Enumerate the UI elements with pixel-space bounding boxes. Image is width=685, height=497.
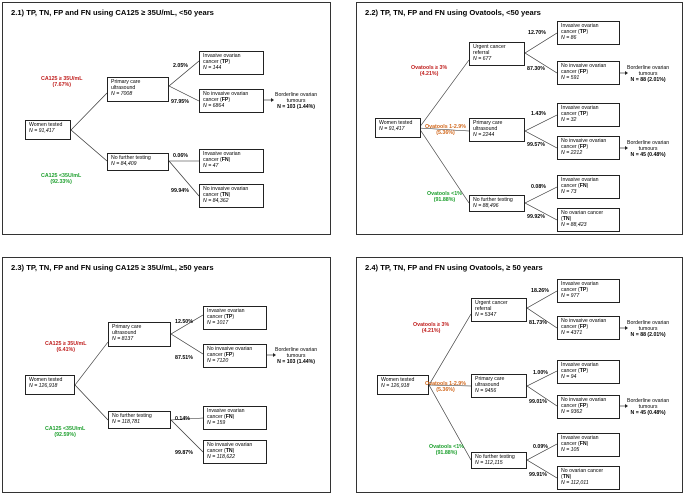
pct-fn: 0.06% — [173, 153, 189, 159]
branch-low-label: CA125 <35U/mL(92.59%) — [45, 426, 86, 439]
pct-a-fp: 81.73% — [529, 320, 547, 326]
pct-tn: 99.94% — [171, 188, 189, 194]
pct-tn: 99.87% — [175, 450, 193, 456]
flow-connectors — [418, 32, 628, 221]
pct-fp: 87.51% — [175, 355, 193, 361]
pct-a-tp: 18.26% — [531, 288, 549, 294]
leaf-c-tn: No ovarian cancer(TN)N = 88,423 — [557, 208, 620, 232]
flow-connectors — [74, 314, 276, 453]
pct-fn: 0.14% — [175, 416, 191, 422]
pct-b-tp: 1.43% — [531, 111, 547, 117]
pct-c-tn: 99.92% — [527, 214, 545, 220]
branch-high-label: Ovatools ≥ 3%(4.21%) — [413, 322, 450, 335]
branch-low-label: Ovatools <1%(91.88%) — [427, 191, 462, 204]
leaf-c-tn: No ovarian cancer(TN)N = 112,011 — [557, 466, 620, 490]
panel-title: 2.1) TP, TN, FP and FN using CA125 ≥ 35U… — [11, 8, 214, 17]
panel-title: 2.4) TP, TN, FP and FN using Ovatools, ≥… — [365, 263, 543, 272]
flow-connectors — [70, 60, 274, 197]
pct-b-tp: 1.00% — [533, 370, 549, 376]
pct-c-fn: 0.09% — [533, 444, 549, 450]
panel-ca125-50-plus: 2.3) TP, TN, FP and FN using CA125 ≥ 35U… — [2, 257, 331, 493]
pct-a-tp: 12.70% — [528, 30, 546, 36]
panel-ovatools-50-plus: 2.4) TP, TN, FP and FN using Ovatools, ≥… — [356, 257, 683, 493]
branch-low-label: CA125 <35U/mL(92.33%) — [41, 173, 82, 186]
branch-low-label: Ovatools <1%(91.88%) — [429, 444, 464, 457]
panel-title: 2.2) TP, TN, FP and FN using Ovatools, <… — [365, 8, 541, 17]
pct-c-fn: 0.08% — [531, 184, 547, 190]
branch-high-label: CA125 ≥ 35U/mL(7.67%) — [41, 76, 83, 89]
pct-b-fp: 99.57% — [527, 142, 545, 148]
pct-a-fp: 87.30% — [527, 66, 545, 72]
branch-mid-label: Ovatools 1-2.9%(5.36%) — [425, 124, 466, 137]
pct-tp: 12.50% — [175, 319, 193, 325]
flow-connectors — [428, 290, 628, 479]
panel-ca125-under-50: 2.1) TP, TN, FP and FN using CA125 ≥ 35U… — [2, 2, 331, 235]
branch-high-label: CA125 ≥ 35U/mL(6.41%) — [45, 341, 87, 354]
pct-c-tn: 99.91% — [529, 472, 547, 478]
panel-ovatools-under-50: 2.2) TP, TN, FP and FN using Ovatools, <… — [356, 2, 683, 235]
pct-b-fp: 99.01% — [529, 399, 547, 405]
panel-title: 2.3) TP, TN, FP and FN using CA125 ≥ 35U… — [11, 263, 214, 272]
pct-tp: 2.05% — [173, 63, 189, 69]
pct-fp: 97.95% — [171, 99, 189, 105]
branch-high-label: Ovatools ≥ 3%(4.21%) — [411, 65, 448, 78]
branch-mid-label: Ovatools 1-2.9%(5.36%) — [425, 381, 466, 394]
